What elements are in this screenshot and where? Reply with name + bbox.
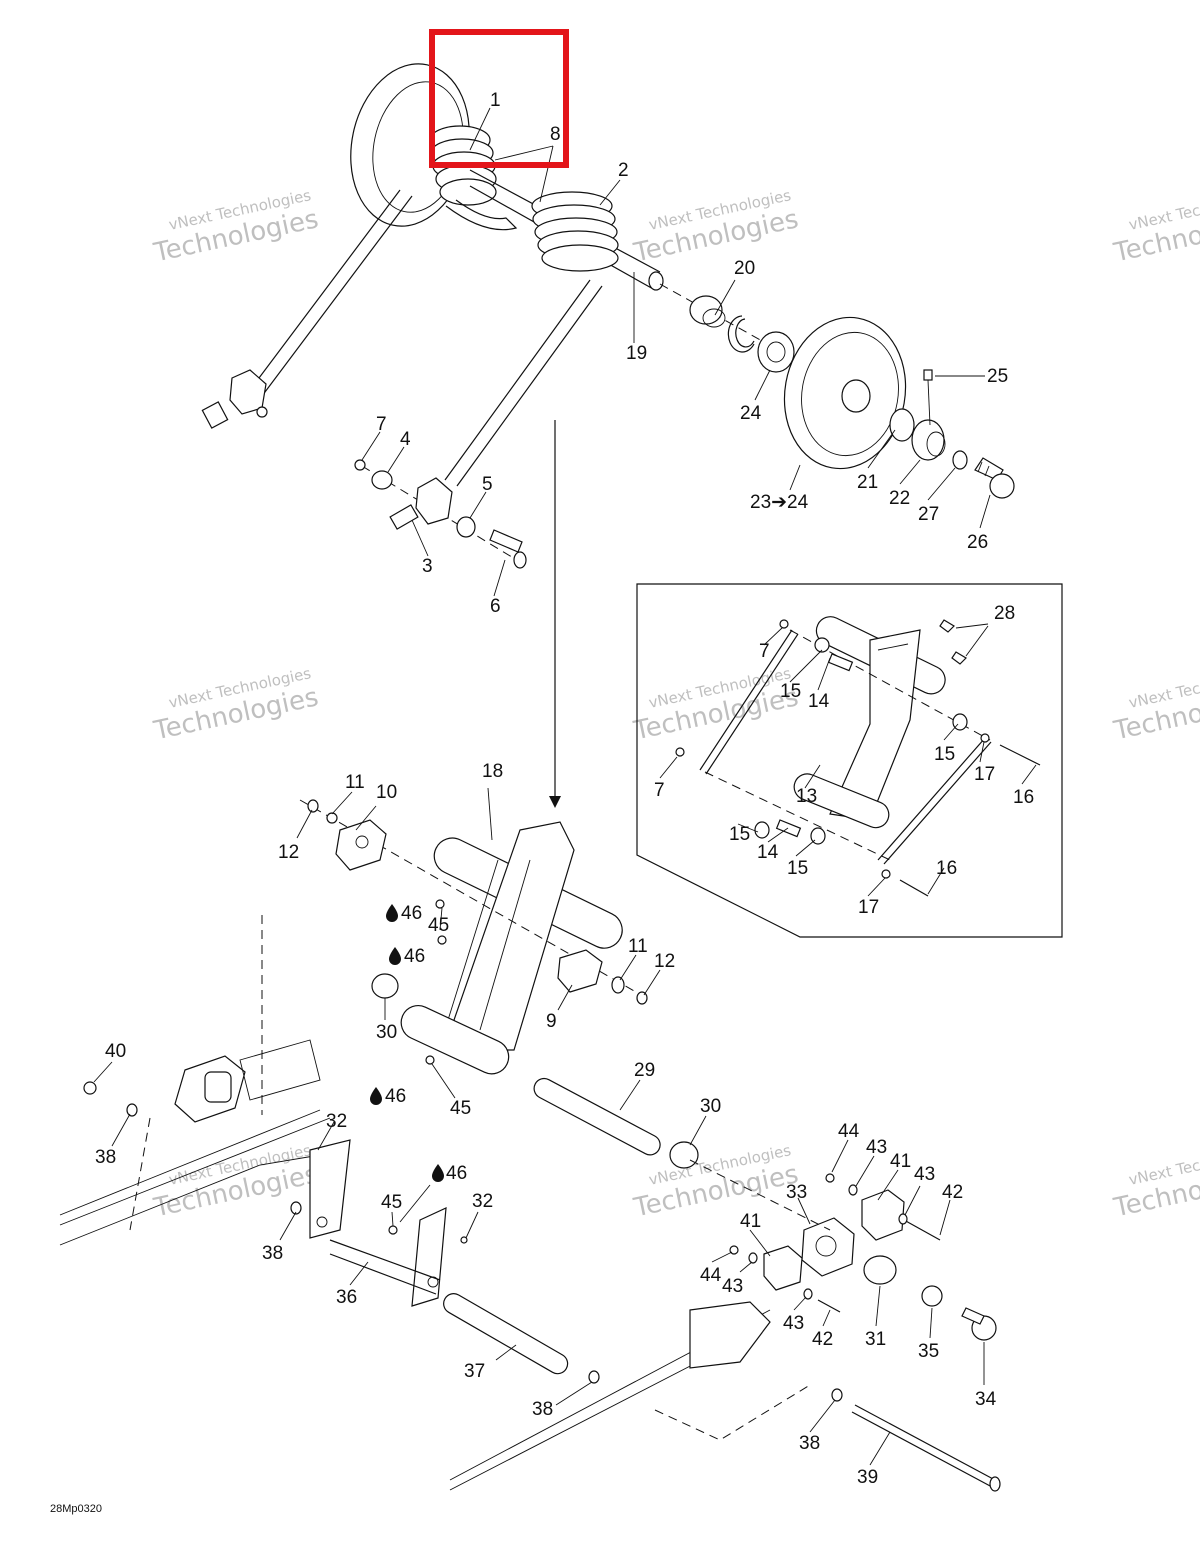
part-label-12: 12 [654, 951, 675, 972]
part-label-8: 8 [550, 124, 561, 145]
part-label-15: 15 [729, 824, 750, 845]
part-label-45: 45 [428, 915, 449, 936]
part-label-3: 3 [422, 556, 433, 577]
part-label-41: 41 [740, 1211, 761, 1232]
part-label-21: 21 [857, 472, 878, 493]
part-label-37: 37 [464, 1361, 485, 1382]
part-label-11: 11 [628, 936, 648, 957]
part-label-12: 12 [278, 842, 299, 863]
part-label-17: 17 [974, 764, 995, 785]
part-label-20: 20 [734, 258, 755, 279]
watermarks: vNext Technologies Technologies vNext Te… [150, 186, 1200, 1223]
part-label-45: 45 [450, 1098, 471, 1119]
main-arm-assembly [83, 799, 699, 1169]
part-label-15: 15 [780, 681, 801, 702]
part-label-30: 30 [376, 1022, 397, 1043]
spring-end-bracket-left [201, 369, 268, 429]
part-label-10: 10 [376, 782, 397, 803]
part-label-16: 16 [936, 858, 957, 879]
part-label-46: 46 [401, 903, 422, 924]
part-label-32: 32 [326, 1111, 347, 1132]
part-label-14: 14 [757, 842, 779, 863]
part-label-38: 38 [799, 1433, 820, 1454]
part-label-23-24: 23➔24 [750, 492, 809, 513]
part-label-46: 46 [385, 1086, 406, 1107]
part-label-45: 45 [381, 1192, 402, 1213]
part-label-18: 18 [482, 761, 503, 782]
part-label-13: 13 [796, 786, 817, 807]
part-label-7: 7 [654, 780, 665, 801]
oil-drop-icon [389, 947, 401, 965]
spring-end-bracket-center [354, 459, 527, 569]
part-label-36: 36 [336, 1287, 357, 1308]
part-label-40: 40 [105, 1041, 126, 1062]
part-label-46: 46 [446, 1163, 467, 1184]
part-label-41: 41 [890, 1151, 911, 1172]
part-label-44: 44 [700, 1265, 722, 1286]
spring-right [531, 191, 619, 272]
part-label-38: 38 [262, 1243, 283, 1264]
assembly-direction-arrow [549, 420, 561, 808]
part-label-42: 42 [942, 1182, 963, 1203]
part-label-30: 30 [700, 1096, 721, 1117]
leader-lines [93, 107, 1037, 1466]
part-label-43: 43 [866, 1137, 887, 1158]
part-label-39: 39 [857, 1467, 878, 1488]
part-label-42: 42 [812, 1329, 833, 1350]
part-label-24: 24 [740, 403, 762, 424]
upper-spring-assembly [201, 63, 664, 487]
part-label-34: 34 [975, 1389, 997, 1410]
oil-drop-icon [386, 904, 398, 922]
part-label-2: 2 [618, 160, 629, 181]
part-label-32: 32 [472, 1191, 493, 1212]
part-label-43: 43 [914, 1164, 935, 1185]
part-label-26: 26 [967, 532, 988, 553]
part-label-15: 15 [787, 858, 808, 879]
part-label-19: 19 [626, 343, 647, 364]
part-label-31: 31 [865, 1329, 886, 1350]
lower-frame-left [59, 915, 600, 1384]
part-label-6: 6 [490, 596, 501, 617]
part-label-9: 9 [546, 1011, 557, 1032]
part-label-38: 38 [95, 1147, 116, 1168]
part-label-35: 35 [918, 1341, 939, 1362]
part-label-33: 33 [786, 1182, 807, 1203]
oil-drop-icon [370, 1087, 382, 1105]
part-label-4: 4 [400, 429, 411, 450]
part-label-7: 7 [759, 641, 770, 662]
drawing-code: 28Mp0320 [50, 1503, 102, 1515]
part-label-44: 44 [838, 1121, 860, 1142]
oil-drop-icon [432, 1164, 444, 1182]
part-label-46: 46 [404, 946, 425, 967]
lubricant-markers [370, 904, 444, 1182]
part-label-15: 15 [934, 744, 955, 765]
part-label-16: 16 [1013, 787, 1034, 808]
part-label-14: 14 [808, 691, 830, 712]
part-label-43: 43 [783, 1313, 804, 1334]
part-label-29: 29 [634, 1060, 655, 1081]
part-label-22: 22 [889, 488, 910, 509]
idler-wheel-assembly [659, 283, 1015, 499]
part-number-labels: 1 8 2 20 19 25 24 21 22 27 23➔24 26 7 4 … [95, 90, 1034, 1488]
part-label-28: 28 [994, 603, 1015, 624]
part-label-11: 11 [345, 772, 365, 793]
detail-inset [636, 583, 1063, 938]
part-label-38: 38 [532, 1399, 553, 1420]
part-label-17: 17 [858, 897, 879, 918]
part-label-25: 25 [987, 366, 1008, 387]
part-label-5: 5 [482, 474, 493, 495]
part-label-1: 1 [490, 90, 501, 111]
part-label-7: 7 [376, 414, 387, 435]
part-label-43: 43 [722, 1276, 743, 1297]
part-label-27: 27 [918, 504, 939, 525]
lower-frame-right [449, 1159, 1001, 1492]
highlight-box [429, 29, 569, 168]
